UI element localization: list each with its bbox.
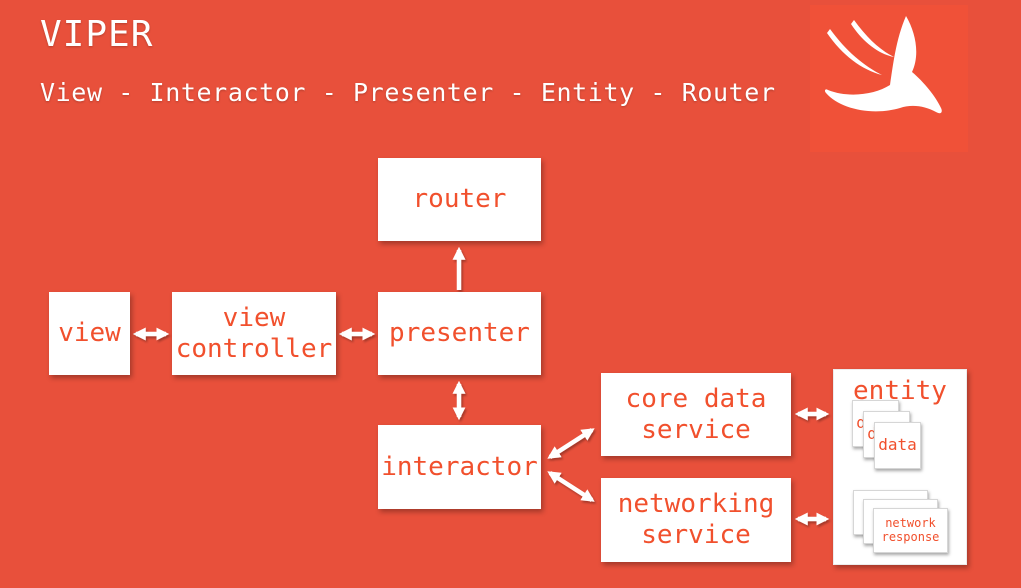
data-card: data: [874, 422, 921, 469]
box-presenter: presenter: [378, 292, 541, 375]
network-response-card-label: network response: [881, 515, 940, 544]
box-networking-service-label: networking service: [617, 489, 775, 550]
arrow-interactor-coredata: [547, 428, 595, 459]
box-view-controller-label: view controller: [175, 302, 333, 364]
box-view: view: [49, 292, 130, 375]
box-networking-service: networking service: [601, 478, 791, 562]
swift-logo-tile: [810, 5, 968, 152]
data-card-label: data: [878, 435, 917, 455]
box-core-data-service-label: core data service: [625, 383, 767, 445]
box-router: router: [378, 158, 541, 241]
box-interactor-label: interactor: [381, 451, 538, 482]
network-response-card: network response: [873, 508, 948, 553]
box-view-label: view: [58, 318, 121, 349]
box-interactor: interactor: [378, 425, 541, 509]
page-title: VIPER: [40, 14, 154, 55]
box-view-controller: view controller: [172, 292, 336, 375]
box-entity: entity data data data network response n…: [833, 369, 967, 565]
arrow-interactor-networking: [547, 471, 595, 502]
swift-bird-icon: [824, 16, 942, 114]
box-core-data-service: core data service: [601, 373, 791, 456]
box-presenter-label: presenter: [389, 318, 530, 349]
box-router-label: router: [412, 184, 507, 215]
page-subtitle: View - Interactor - Presenter - Entity -…: [40, 78, 776, 107]
